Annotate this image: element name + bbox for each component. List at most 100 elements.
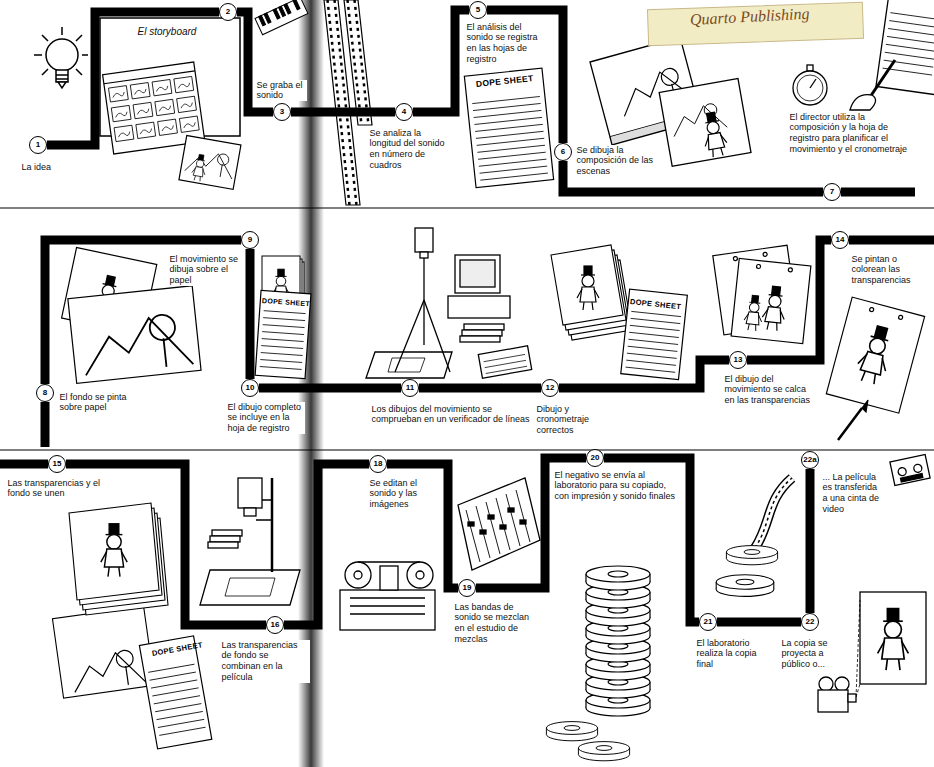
- step-number: 8: [43, 389, 47, 397]
- line-tester: [366, 228, 532, 378]
- step-number: 3: [280, 108, 284, 116]
- mixing-desk-part: [520, 520, 526, 524]
- step-number: 10: [246, 384, 255, 392]
- step-caption: El dibujo completo se incluye en la hoja…: [228, 402, 305, 434]
- storyboard-part-part: [136, 122, 156, 138]
- keyboard-icon-part: [264, 13, 271, 23]
- step-number: 9: [248, 236, 252, 244]
- step-number: 6: [561, 148, 565, 156]
- step-number: 7: [830, 188, 834, 196]
- film-reel-part: [726, 546, 777, 565]
- line-tester-part: [415, 228, 433, 252]
- step-caption: El storyboard: [138, 26, 233, 38]
- film-cans-part: [586, 566, 650, 590]
- step-number: 14: [836, 236, 845, 244]
- checked-stack-part: [621, 289, 688, 380]
- rostrum-camera-part: [244, 508, 256, 516]
- step-caption: Las transparencias y el fondo se unen: [8, 478, 113, 500]
- band-connector: [747, 240, 831, 360]
- video-cassette-part-part: [913, 464, 922, 473]
- step-circle: 16Las transparencias de fondo se combina…: [266, 616, 284, 634]
- band-connector: [717, 618, 801, 627]
- line-tester-part: [366, 352, 452, 378]
- band-connector: [559, 360, 729, 388]
- step-number: 15: [53, 460, 62, 468]
- step-number: 16: [271, 621, 280, 629]
- step-circle: 20El negativo se envía al laboratorio pa…: [586, 449, 604, 467]
- step-caption: Se graba el sonido: [257, 80, 307, 102]
- painting-transparency-part-part: [826, 297, 924, 413]
- painting-transparency-part: [826, 297, 924, 413]
- storyboard-part-part: [191, 154, 209, 182]
- storyboard-part-part: [158, 119, 178, 135]
- editing-machine: [340, 562, 435, 630]
- line-tester-part: [395, 300, 450, 372]
- step-number: 22a: [803, 456, 816, 464]
- painting-transparency-part-part: [869, 307, 874, 312]
- line-tester-part: [388, 358, 425, 372]
- band-stub-part: [841, 188, 915, 197]
- rostrum-camera-part: [210, 536, 240, 542]
- step-circle: 10El dibujo completo se incluye en la ho…: [241, 379, 259, 397]
- line-tester-part: [464, 324, 504, 330]
- video-cassette-part-part: [897, 467, 906, 476]
- background-painting-part: [68, 286, 201, 384]
- storyboard-part-part: [114, 125, 134, 141]
- painting-transparency-part-part: [898, 315, 903, 320]
- step-circle: 22a... La película es transferida a una …: [801, 451, 819, 469]
- painting-transparency-part: [838, 408, 862, 440]
- mixing-desk-part: [466, 490, 530, 562]
- keyboard-icon: [255, 0, 308, 35]
- combined-stack-part: [52, 606, 154, 698]
- scene-composition-part: [659, 79, 751, 167]
- rostrum-camera-part: [200, 570, 300, 605]
- combined-stack-part: [139, 636, 211, 749]
- film-reel-part: [755, 478, 792, 548]
- film-strip-part: [328, 0, 350, 205]
- keyboard-icon-part: [284, 4, 291, 14]
- step-circle: 1La idea: [29, 136, 47, 154]
- line-tester-part: [448, 296, 510, 318]
- step-caption: Se dibuja la composición de las escenas: [577, 145, 659, 177]
- editing-machine-part: [354, 571, 362, 579]
- line-tester-part: [423, 252, 424, 345]
- step-number: 1: [36, 141, 40, 149]
- lightbulb-icon: [34, 27, 88, 88]
- step-circle: 8El fondo se pinta sobre papel: [36, 384, 54, 402]
- line-tester-part: [460, 260, 495, 287]
- projector-and-screen-part: [819, 677, 833, 691]
- film-strip-part: [348, 0, 362, 125]
- paper-stack-part-part: [260, 311, 306, 370]
- mixing-desk: [458, 478, 540, 570]
- band-stub-part: [41, 402, 50, 447]
- step-number: 11: [406, 384, 414, 392]
- lightbulb-icon-part: [58, 82, 66, 88]
- step-number: 20: [591, 454, 600, 462]
- step-circle: 3Se graba el sonido: [273, 103, 291, 121]
- video-cassette: [890, 455, 930, 486]
- stopwatch-and-sheet-part: [797, 75, 823, 101]
- band-stub-part: [849, 236, 934, 245]
- step-circle: 15Las transparencias y el fondo se unen: [48, 455, 66, 473]
- film-reel-part: [755, 478, 792, 548]
- film-reel: [716, 478, 792, 596]
- sheet-label: DOPE SHEET: [476, 74, 534, 88]
- dope-sheet: [464, 68, 553, 188]
- scene-composition-part-part: [700, 111, 729, 158]
- line-tester-part: [420, 252, 428, 258]
- lightbulb-icon-part: [34, 27, 88, 75]
- stopwatch-and-sheet-part: [868, 60, 895, 100]
- film-reel-part: [755, 478, 792, 548]
- band-connector: [413, 10, 469, 112]
- keyboard-icon-part: [255, 0, 308, 35]
- lightbulb-icon-part: [56, 75, 68, 79]
- step-caption: La copia se proyecta a público o...: [782, 638, 848, 670]
- background-painting-part-part: [80, 312, 193, 375]
- combined-stack-part-part: [148, 664, 205, 735]
- combined-stack-part-part: [52, 606, 154, 698]
- step-number: 4: [402, 108, 406, 116]
- step-circle: 6Se dibuja la composición de las escenas: [554, 143, 572, 161]
- step-caption: La idea: [22, 162, 82, 173]
- transparencies-part-part: [761, 285, 787, 331]
- storyboard-part-part: [177, 96, 197, 112]
